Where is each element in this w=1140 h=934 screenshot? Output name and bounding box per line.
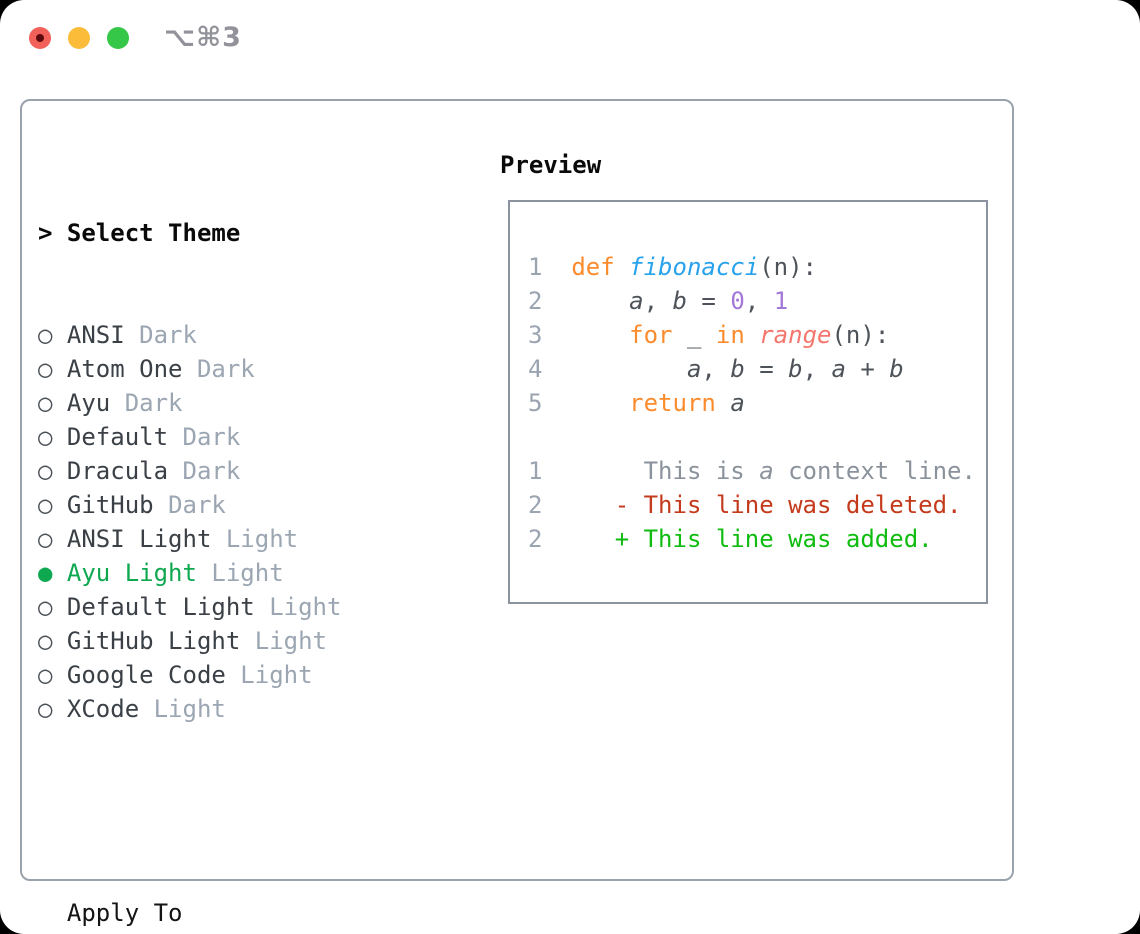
preview-header: Preview xyxy=(500,151,602,179)
theme-option-google-code[interactable]: ○ Google Code Light xyxy=(38,658,494,692)
line-number: 5 xyxy=(528,389,557,417)
theme-variant: Light xyxy=(240,661,313,689)
code-line: 1 def fibonacci(n): xyxy=(528,253,817,281)
theme-variant: Dark xyxy=(182,423,241,451)
theme-picker-panel: > Select Theme ○ ANSI Dark○ Atom One Dar… xyxy=(20,99,1014,927)
theme-option-ansi-light[interactable]: ○ ANSI Light Light xyxy=(38,522,494,556)
radio-icon: ○ xyxy=(38,627,67,655)
line-number: 3 xyxy=(528,321,557,349)
theme-variant: Light xyxy=(269,593,342,621)
window-title: ⌥⌘3 xyxy=(164,22,242,53)
apply-to-header: Apply To xyxy=(38,899,183,927)
theme-option-default-light[interactable]: ○ Default Light Light xyxy=(38,590,494,624)
theme-name: GitHub xyxy=(66,491,169,519)
diff-line: 2 + This line was added. xyxy=(528,525,933,553)
theme-name: Atom One xyxy=(66,355,197,383)
theme-option-ayu-light[interactable]: ● Ayu Light Light xyxy=(38,556,494,590)
diff-line: 1 This is a context line. xyxy=(528,457,976,485)
theme-option-dracula[interactable]: ○ Dracula Dark xyxy=(38,454,494,488)
radio-icon: ○ xyxy=(38,491,67,519)
theme-variant: Dark xyxy=(139,321,197,349)
close-button-icon[interactable] xyxy=(29,27,51,49)
theme-variant: Dark xyxy=(182,457,241,485)
theme-list-header: > Select Theme xyxy=(38,219,241,247)
code-line: 4 a, b = b, a + b xyxy=(528,355,904,383)
code-line: 3 for _ in range(n): xyxy=(528,321,890,349)
theme-option-default[interactable]: ○ Default Dark xyxy=(38,420,494,454)
theme-variant: Dark xyxy=(168,491,226,519)
theme-name: Dracula xyxy=(66,457,183,485)
theme-option-atom-one[interactable]: ○ Atom One Dark xyxy=(38,352,494,386)
line-number: 4 xyxy=(528,355,557,383)
line-number: 2 xyxy=(528,287,557,315)
minimize-button-icon[interactable] xyxy=(68,27,90,49)
theme-name: Ayu Light xyxy=(66,559,212,587)
theme-variant: Light xyxy=(153,695,226,723)
theme-name: Ayu xyxy=(66,389,125,417)
radio-icon: ○ xyxy=(38,457,67,485)
preview-box: 1 def fibonacci(n): 2 a, b = 0, 1 3 for _ … xyxy=(508,200,988,604)
radio-icon: ○ xyxy=(38,525,67,553)
titlebar: ⌥⌘3 xyxy=(0,0,1140,76)
theme-name: ANSI xyxy=(66,321,140,349)
radio-icon: ○ xyxy=(38,593,67,621)
theme-option-github[interactable]: ○ GitHub Dark xyxy=(38,488,494,522)
theme-variant: Dark xyxy=(196,355,255,383)
theme-variant: Light xyxy=(254,627,327,655)
radio-icon: ○ xyxy=(38,661,67,689)
spacer xyxy=(38,794,494,828)
line-number: 2 xyxy=(528,525,557,553)
theme-option-xcode[interactable]: ○ XCode Light xyxy=(38,692,494,726)
line-number: 1 xyxy=(528,457,557,485)
theme-option-ansi[interactable]: ○ ANSI Dark xyxy=(38,318,494,352)
radio-icon: ○ xyxy=(38,389,67,417)
preview-code: 1 def fibonacci(n): 2 a, b = 0, 1 3 for _ … xyxy=(528,250,986,556)
theme-name: GitHub Light xyxy=(66,627,255,655)
code-line: 5 return a xyxy=(528,389,745,417)
line-number: 1 xyxy=(528,253,557,281)
radio-icon: ○ xyxy=(38,695,67,723)
theme-option-github-light[interactable]: ○ GitHub Light Light xyxy=(38,624,494,658)
theme-name: Google Code xyxy=(66,661,241,689)
diff-line: 2 - This line was deleted. xyxy=(528,491,962,519)
radio-icon: ○ xyxy=(38,355,67,383)
radio-icon: ○ xyxy=(38,321,67,349)
theme-name: XCode xyxy=(66,695,154,723)
theme-option-ayu[interactable]: ○ Ayu Dark xyxy=(38,386,494,420)
code-line: 2 a, b = 0, 1 xyxy=(528,287,789,315)
theme-variant: Light xyxy=(225,525,299,553)
theme-variant: Dark xyxy=(124,389,183,417)
blank-line xyxy=(528,420,986,454)
theme-variant: Light xyxy=(211,559,284,587)
theme-picker-left-column: > Select Theme ○ ANSI Dark○ Atom One Dar… xyxy=(38,148,494,934)
zoom-button-icon[interactable] xyxy=(107,27,129,49)
theme-name: Default Light xyxy=(66,593,270,621)
theme-name: ANSI Light xyxy=(66,525,226,553)
theme-list: ○ ANSI Dark○ Atom One Dark○ Ayu Dark○ De… xyxy=(38,318,494,726)
theme-name: Default xyxy=(66,423,183,451)
radio-icon: ○ xyxy=(38,423,67,451)
header-prefix-icon: > xyxy=(38,219,67,247)
radio-selected-icon: ● xyxy=(38,559,67,587)
line-number: 2 xyxy=(528,491,557,519)
